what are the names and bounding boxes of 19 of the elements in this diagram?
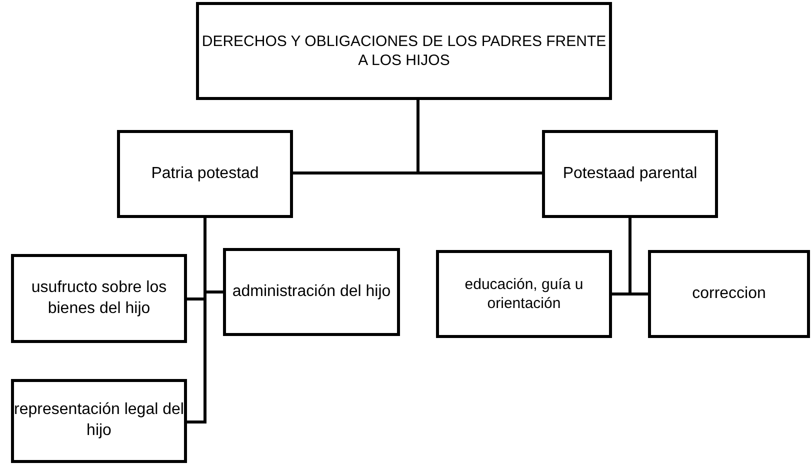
box-label: Patria potestad [151,164,259,184]
box-label: representación legal del hijo [14,400,184,441]
concept-box [11,254,187,343]
concept-box [436,250,612,338]
concept-box [11,379,187,463]
concept-box [196,2,612,100]
concept-box [223,248,400,336]
connector-line [416,100,542,174]
box-label: Potestaad parental [562,164,698,184]
box-label: correccion [692,284,766,304]
box-label: educación, guía u orientación [464,274,584,314]
concept-box [117,130,293,218]
concept-box [648,250,810,338]
connector-line [628,218,648,296]
box-label: usufructo sobre los bienes del hijo [30,278,168,318]
box-label: DERECHOS Y OBLIGACIONES DE LOS PADRES FRENTE A LOS HIJOS [200,32,608,70]
box-label: administración del hijo [232,282,391,302]
concept-box [542,130,718,218]
connector-line [187,218,206,424]
